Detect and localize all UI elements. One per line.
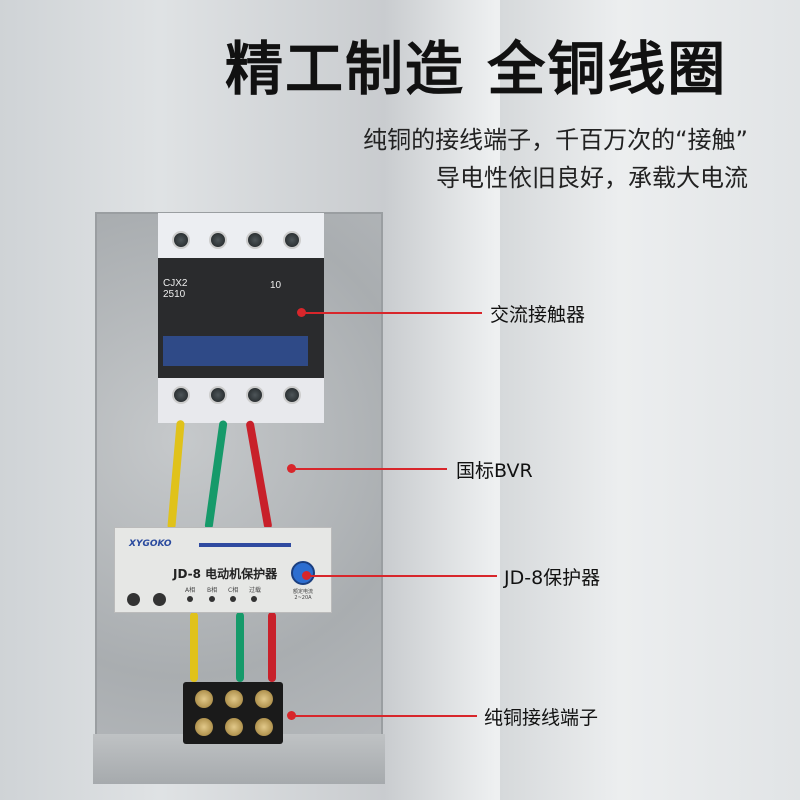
brand-logo: XYGOKO: [129, 539, 172, 549]
callout-bvr: 国标BVR: [456, 460, 533, 482]
subtitle-line-2: 导电性依旧良好，承载大电流: [436, 164, 748, 192]
led-label: C相: [228, 587, 239, 594]
callout-terminal: 纯铜接线端子: [484, 707, 599, 729]
rated-current: 额定电流 2~20A: [292, 589, 313, 601]
wire-green-lower: [236, 612, 244, 682]
wire-yellow-lower: [190, 612, 198, 682]
callout-protector: JD-8保护器: [504, 567, 601, 589]
callout-contactor: 交流接触器: [490, 304, 586, 326]
led-label: B相: [207, 587, 218, 594]
button[interactable]: [153, 593, 166, 606]
led-label: 过载: [249, 587, 262, 594]
led-label: A相: [185, 587, 196, 594]
button[interactable]: [127, 593, 140, 606]
jd8-protector: XYGOKO JD-8 电动机保护器 额定电流 2~20A A相 B相 C相 过…: [114, 527, 332, 613]
headline: 精工制造 全铜线圈: [225, 35, 728, 103]
wire-red-lower: [268, 612, 276, 682]
protector-name: JD-8 电动机保护器: [173, 567, 278, 581]
subtitle-line-1: 纯铜的接线端子，千百万次的“接触”: [363, 126, 748, 154]
copper-terminal-block: [183, 682, 283, 744]
contactor-model-1: CJX2: [163, 278, 188, 289]
contactor-model-2: 2510: [163, 289, 186, 300]
contactor-code: 10: [270, 280, 282, 291]
background-wall: [500, 0, 800, 800]
